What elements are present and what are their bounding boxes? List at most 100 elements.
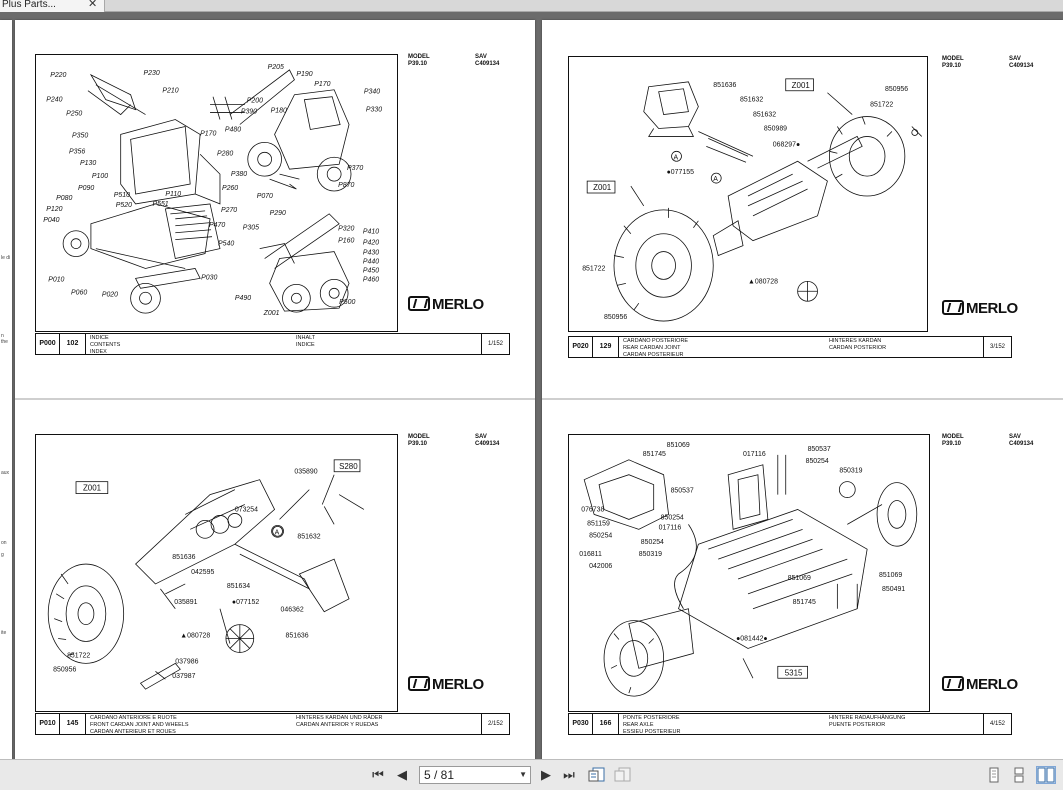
part-number: 851632 [740, 97, 763, 104]
document-tab[interactable]: Plus Parts... ✕ [0, 0, 105, 12]
part-number: 851745 [643, 451, 666, 458]
callout-label: P170 [200, 130, 216, 137]
model-block: MODEL P39.10 [408, 434, 430, 447]
two-page-view-button[interactable] [1036, 766, 1056, 784]
callout-label: P110 [165, 191, 181, 198]
part-number: 037986 [175, 658, 198, 665]
part-number: 035890 [294, 469, 317, 476]
callout-label: P500 [339, 299, 355, 306]
part-number: 017116 [743, 451, 766, 458]
previous-page-button[interactable]: ◀ [395, 767, 409, 783]
merlo-logo: MERLO [942, 300, 1018, 317]
callout-label: P480 [225, 126, 241, 133]
callout-label: P330 [366, 107, 382, 114]
callout-label: P390 [241, 109, 257, 116]
first-page-button[interactable]: ⏮ [370, 767, 386, 783]
footer-titles: CARDANO ANTERIORE E RUOTE FRONT CARDAN J… [90, 715, 189, 735]
callout-label: P020 [102, 291, 118, 298]
merlo-logo-icon [408, 296, 430, 311]
callout-label: P160 [338, 238, 354, 245]
sheet-code: P030 [569, 714, 593, 734]
callout-label: P270 [221, 207, 237, 214]
part-number: 851634 [227, 583, 250, 590]
footer-titles: CARDANO POSTERIORE REAR CARDAN JOINT CAR… [623, 338, 689, 358]
two-page-icon [1037, 767, 1055, 783]
model-block: MODEL P39.10 [942, 56, 964, 69]
sheet-number: 129 [593, 337, 619, 357]
part-number: 851159 [587, 520, 610, 527]
callout-label: P460 [363, 276, 379, 283]
callout-label: P320 [338, 226, 354, 233]
ref-box-label: 5315 [785, 668, 803, 677]
sheet-page: 3/152 [983, 337, 1011, 357]
merlo-logo-icon [942, 300, 964, 315]
callout-label: P490 [235, 295, 251, 302]
sheet-footer: P010 145 CARDANO ANTERIORE E RUOTE FRONT… [35, 713, 510, 735]
callout-label: P230 [144, 70, 160, 77]
ref-circle [272, 525, 283, 537]
part-number: ●077155 [667, 169, 694, 176]
part-number: 850254 [641, 539, 664, 546]
page-number-input[interactable]: 5 / 81 ▼ [419, 766, 531, 784]
part-number: 850254 [806, 458, 829, 465]
part-number: 017116 [659, 524, 682, 531]
last-page-button[interactable]: ⏭ [561, 767, 577, 783]
part-number: 850319 [639, 551, 662, 558]
part-number: ●081442● [736, 636, 768, 643]
part-number: 850537 [808, 446, 831, 453]
part-number: 851069 [879, 572, 902, 579]
part-number: 850956 [885, 86, 908, 93]
next-page-button[interactable]: ▶ [539, 767, 553, 783]
pdf-page-left: P220 P230 P210 P240 P250 P205 P190 P170 … [15, 20, 535, 759]
footer-titles: INDICE CONTENTS INDEX [90, 335, 121, 355]
ref-box-label: Z001 [593, 183, 612, 192]
sheet-page: 4/152 [983, 714, 1011, 734]
rear-axle-drawing: 5315 851069 851745 017116 850537 850254 … [579, 442, 918, 697]
drawing-frame: Z001 S280 A 035890 073254 851632 851636 … [35, 434, 398, 712]
document-viewport[interactable]: le di n the aux on g ite [0, 12, 1063, 759]
sav-block: SAV C409134 [475, 54, 500, 67]
tab-bar: Plus Parts... ✕ [0, 0, 1063, 12]
fit-width-button[interactable] [613, 767, 633, 783]
continuous-view-button[interactable] [1009, 766, 1029, 784]
part-number: 851722 [582, 265, 605, 272]
fit-page-button[interactable] [587, 767, 607, 783]
part-number: 046362 [281, 607, 304, 614]
callout-label: P010 [48, 276, 64, 283]
part-number: 850319 [839, 468, 862, 475]
part-number: 076738 [581, 506, 604, 513]
part-number: 851632 [297, 533, 320, 540]
ref-circle-label: A [674, 154, 679, 161]
callout-label: P240 [46, 97, 62, 104]
single-page-view-button[interactable] [984, 766, 1004, 784]
ref-box [75, 481, 109, 494]
callout-label: P250 [66, 111, 82, 118]
sheet-divider [15, 398, 535, 400]
callout-label: P080 [56, 195, 72, 202]
ref-box-label: Z001 [83, 484, 102, 493]
part-number: 850956 [604, 314, 627, 321]
continuous-page-icon [1014, 767, 1024, 783]
tab-close-icon[interactable]: ✕ [88, 0, 98, 10]
merlo-logo: MERLO [408, 296, 484, 313]
callout-label: P520 [116, 202, 132, 209]
callout-label: P870 [338, 182, 354, 189]
callout-label: P090 [78, 185, 94, 192]
sav-block: SAV C409134 [475, 434, 500, 447]
edge-text: ite [1, 630, 7, 636]
footer-titles-2: HINTERE RADAUFHÄNGUNG PUENTE POSTERIOR [829, 715, 906, 728]
part-number: 042595 [191, 569, 214, 576]
part-number: 850537 [671, 488, 694, 495]
fit-page-icon [588, 767, 605, 782]
skip-forward-icon: ⏭ [563, 767, 575, 782]
part-number: 850956 [53, 666, 76, 673]
footer-titles-2: INHALT INDICE [296, 335, 316, 348]
part-number: 016811 [579, 551, 602, 558]
part-number: 850254 [589, 532, 612, 539]
previous-page-edge: le di n the aux on g ite [0, 20, 12, 759]
machine-exploded-drawing: P220 P230 P210 P240 P250 P205 P190 P170 … [43, 64, 382, 317]
edge-text: aux [1, 470, 10, 476]
callout-label: P440 [363, 258, 379, 265]
chevron-down-icon[interactable]: ▼ [519, 770, 527, 779]
merlo-logo-icon [408, 676, 430, 691]
